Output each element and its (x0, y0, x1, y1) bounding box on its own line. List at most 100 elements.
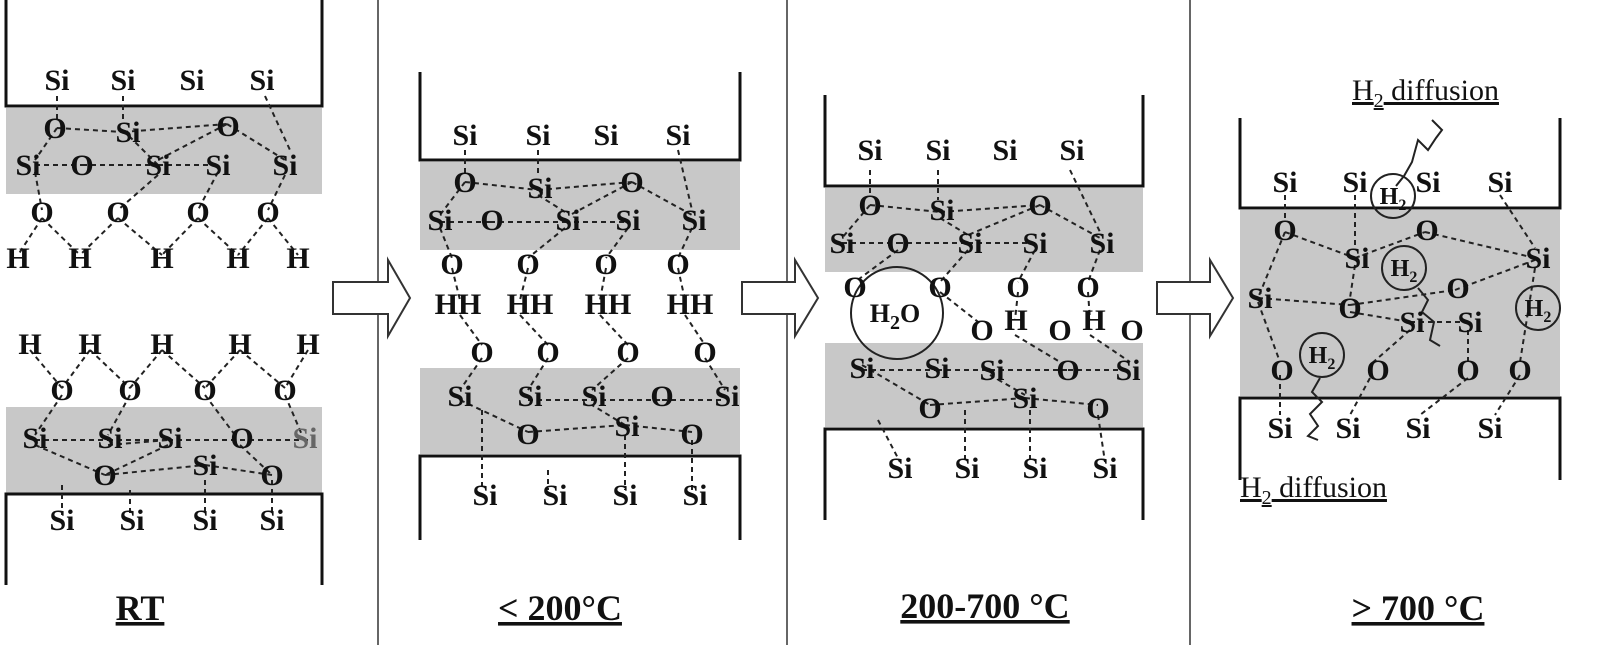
si-atom: Si (957, 227, 982, 260)
subscript: 2 (1543, 309, 1551, 326)
stage-label-200-700: 200-700 °C (900, 586, 1069, 626)
process-arrow-2 (741, 256, 820, 340)
stage-label-above-700: > 700 °C (1352, 588, 1485, 628)
si-atom: Si (1399, 306, 1424, 339)
hydrogen-molecule: H2 (1309, 343, 1336, 373)
o-atom: O (843, 271, 866, 304)
si-atom: Si (682, 479, 707, 512)
note-text: H (1352, 74, 1374, 107)
si-atom: Si (849, 352, 874, 385)
si-atom: Si (259, 504, 284, 537)
o-atom: O (453, 166, 476, 199)
note-subscript: 2 (1262, 487, 1272, 509)
o-atom: O (480, 204, 503, 237)
o-atom: O (30, 196, 53, 229)
o-atom: O (858, 189, 881, 222)
o-atom: O (256, 196, 279, 229)
si-atom: Si (614, 410, 639, 443)
atoms-bottom-rt: H H H H H O O O O Si Si Si O Si O Si O S… (18, 328, 319, 537)
top-wafer-wall (823, 95, 1145, 188)
si-atom: Si (1487, 166, 1512, 199)
bottom-oxide-layer (420, 368, 740, 454)
o-atom: O (1056, 354, 1079, 387)
si-atom: Si (1022, 452, 1047, 485)
si-atom: Si (110, 64, 135, 97)
h-atom: H (286, 242, 309, 275)
si-atom: Si (979, 354, 1004, 387)
hh-atoms: HH (435, 288, 482, 321)
h-atom: H (1391, 256, 1410, 282)
bonds-200-700 (841, 169, 1131, 463)
h-atom: H (1004, 304, 1027, 337)
o-atom: O (616, 336, 639, 369)
o-atom: O (536, 336, 559, 369)
o-atom: O (1028, 189, 1051, 222)
h-atom: H (1525, 296, 1544, 322)
si-atom: Si (581, 380, 606, 413)
si-atom: Si (427, 204, 452, 237)
note-text: diffusion (1384, 74, 1499, 107)
o-atom: O (918, 392, 941, 425)
diffusion-path-top (1395, 119, 1444, 187)
o-atom: O (1456, 354, 1479, 387)
si-atom: Si (1272, 166, 1297, 199)
si-atom: Si (887, 452, 912, 485)
h-atom: H (296, 328, 319, 361)
si-atom: Si (192, 449, 217, 482)
o-atom: O (260, 459, 283, 492)
si-atom: Si (925, 134, 950, 167)
o-atom: O (1338, 292, 1361, 325)
o-atom: O (193, 374, 216, 407)
top-oxide-layer (420, 162, 740, 250)
atoms-top-rt: Si Si Si Si O Si O Si O Si Si Si O O O O… (6, 64, 309, 275)
hh-atoms: HH (507, 288, 554, 321)
diffusion-paths (1306, 119, 1444, 441)
bottom-wafer-wall (823, 427, 1145, 520)
si-atom: Si (1415, 166, 1440, 199)
stage-label-rt: RT (116, 588, 165, 628)
atoms-above-700: Si Si Si Si H2 H2 H2 H2 O O Si Si O Si O… (1247, 166, 1551, 445)
o-atom: O (230, 422, 253, 455)
h-atom: H (1082, 304, 1105, 337)
si-atom: Si (527, 172, 552, 205)
si-atom: Si (1335, 412, 1360, 445)
si-atom: Si (1247, 282, 1272, 315)
si-atom: Si (192, 504, 217, 537)
o-atom: O (1120, 314, 1143, 347)
si-atom: Si (472, 479, 497, 512)
si-atom: Si (157, 422, 182, 455)
si-atom: Si (1059, 134, 1084, 167)
atoms-below-200: Si Si Si Si O Si O Si O Si Si Si O O O O… (427, 119, 739, 512)
h-atom: H (150, 242, 173, 275)
si-atom: Si (665, 119, 690, 152)
o-atom: O (900, 299, 920, 328)
si-atom: Si (829, 227, 854, 260)
si-atom: Si (49, 504, 74, 537)
hydrogen-molecule-ring (1299, 332, 1345, 378)
si-atom: Si (249, 64, 274, 97)
hydrogen-molecule: H2 (1391, 256, 1418, 286)
hydrogen-molecule-ring (1381, 245, 1427, 291)
top-wafer-wall (418, 72, 742, 162)
o-atom: O (928, 271, 951, 304)
si-atom: Si (954, 452, 979, 485)
si-atom: Si (452, 119, 477, 152)
subscript: 2 (1398, 197, 1406, 214)
water-molecule: H2O (870, 299, 920, 334)
hydrogen-molecule: H2 (1380, 184, 1407, 214)
top-oxide-layer (825, 188, 1143, 272)
bottom-oxide-layer (6, 407, 322, 493)
si-atom: Si (517, 380, 542, 413)
o-atom: O (516, 248, 539, 281)
o-atom: O (886, 227, 909, 260)
o-atom: O (1446, 272, 1469, 305)
panel-below-200: Si Si Si Si O Si O Si O Si Si Si O O O O… (418, 72, 742, 628)
si-atom: Si (615, 204, 640, 237)
bottom-wafer-wall (1238, 396, 1562, 480)
top-wafer-wall (1238, 118, 1562, 210)
si-atom: Si (681, 204, 706, 237)
o-atom: O (118, 374, 141, 407)
si-atom: Si (924, 352, 949, 385)
o-atom: O (680, 418, 703, 451)
